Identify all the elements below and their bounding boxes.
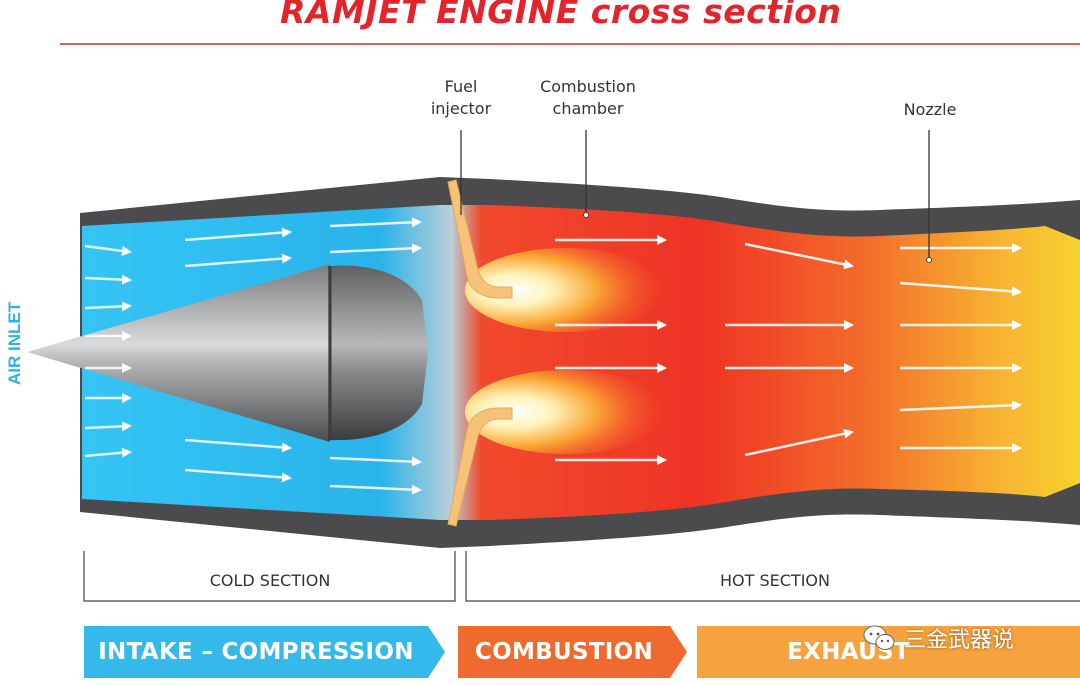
fuel-injector-upper	[447, 179, 513, 299]
fuel-injector-lower	[447, 407, 513, 527]
stage-combustion-label: COMBUSTION	[474, 639, 654, 665]
flame-upper	[465, 248, 665, 332]
flame-lower	[465, 370, 665, 454]
nozzle-label: Nozzle	[903, 100, 957, 119]
stage-combustion-banner	[458, 626, 687, 678]
spike-body	[328, 265, 428, 441]
combustion-chamber-label-line1: Combustion	[540, 77, 636, 96]
inlet-spike	[27, 264, 330, 442]
hot-section-bracket	[465, 551, 1080, 602]
combustion-chamber-label-line2: chamber	[552, 99, 624, 118]
cold-section-label: COLD SECTION	[209, 571, 331, 590]
combustion-chamber-dot	[583, 212, 589, 218]
fuel-injector-label: Fuel injector	[417, 76, 505, 120]
watermark-text: 三金武器说	[904, 628, 1015, 653]
fuel-injector-label-line1: Fuel	[444, 77, 478, 96]
stage-intake-banner	[84, 626, 445, 678]
wechat-icon	[863, 625, 895, 650]
cold-flow-arrows	[84, 217, 422, 495]
diagram-title: RAMJET ENGINE cross section	[280, 0, 842, 31]
combustion-chamber-label: Combustion chamber	[526, 76, 650, 120]
stage-exhaust-banner	[697, 626, 1080, 678]
fuel-injector-label-line2: injector	[430, 99, 492, 118]
title-rule	[60, 43, 1080, 45]
watermark: 三金武器说	[862, 622, 1014, 654]
hot-section-label: HOT SECTION	[720, 571, 830, 590]
cold-section-bracket	[83, 551, 456, 602]
nozzle-dot	[926, 257, 932, 263]
stage-intake-label: INTAKE – COMPRESSION	[98, 639, 414, 665]
hot-flow-arrows	[555, 235, 1022, 465]
